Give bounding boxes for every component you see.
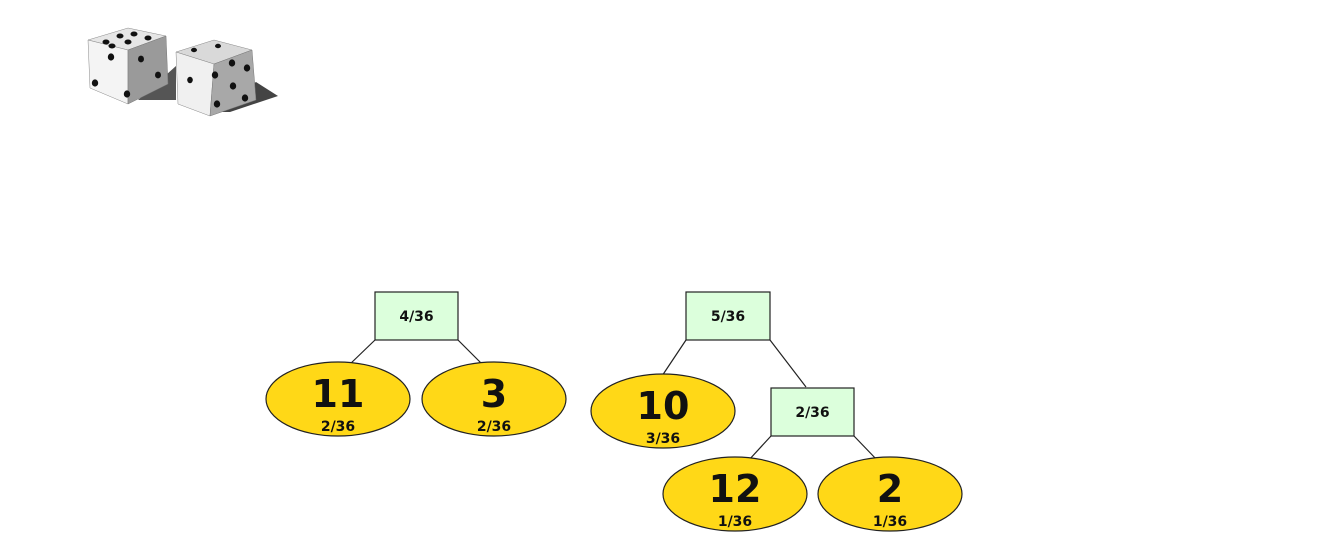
tree-left: 4/36 11 2/36 3 2/36 — [265, 291, 567, 437]
leaf-probability: 2/36 — [321, 419, 355, 435]
leaf-value: 3 — [481, 372, 507, 416]
leaf-value: 10 — [637, 384, 690, 428]
root-box-label: 4/36 — [399, 309, 433, 325]
leaf-probability: 2/36 — [477, 419, 511, 435]
leaf-probability: 3/36 — [646, 431, 680, 447]
leaf-value: 12 — [709, 467, 762, 511]
leaf-node-11 — [265, 361, 411, 437]
leaf-node-3 — [421, 361, 567, 437]
tree-right: 5/36 10 3/36 2/36 12 1/36 2 1/36 — [590, 291, 963, 532]
edge — [769, 339, 807, 388]
dice-icon — [87, 27, 278, 117]
leaf-value: 2 — [877, 467, 903, 511]
edge — [661, 339, 687, 377]
edge — [347, 339, 376, 367]
inner-box — [770, 387, 855, 437]
edge — [853, 435, 879, 462]
edge — [747, 435, 772, 462]
root-box — [685, 291, 771, 341]
leaf-node-2 — [817, 456, 963, 532]
leaf-probability: 1/36 — [718, 514, 752, 530]
leaf-node-12 — [662, 456, 808, 532]
root-box-label: 5/36 — [711, 309, 745, 325]
leaf-node-10 — [590, 373, 736, 449]
root-box — [374, 291, 459, 341]
inner-box-label: 2/36 — [795, 405, 829, 421]
leaf-probability: 1/36 — [873, 514, 907, 530]
leaf-value: 11 — [312, 372, 365, 416]
edge — [457, 339, 485, 367]
